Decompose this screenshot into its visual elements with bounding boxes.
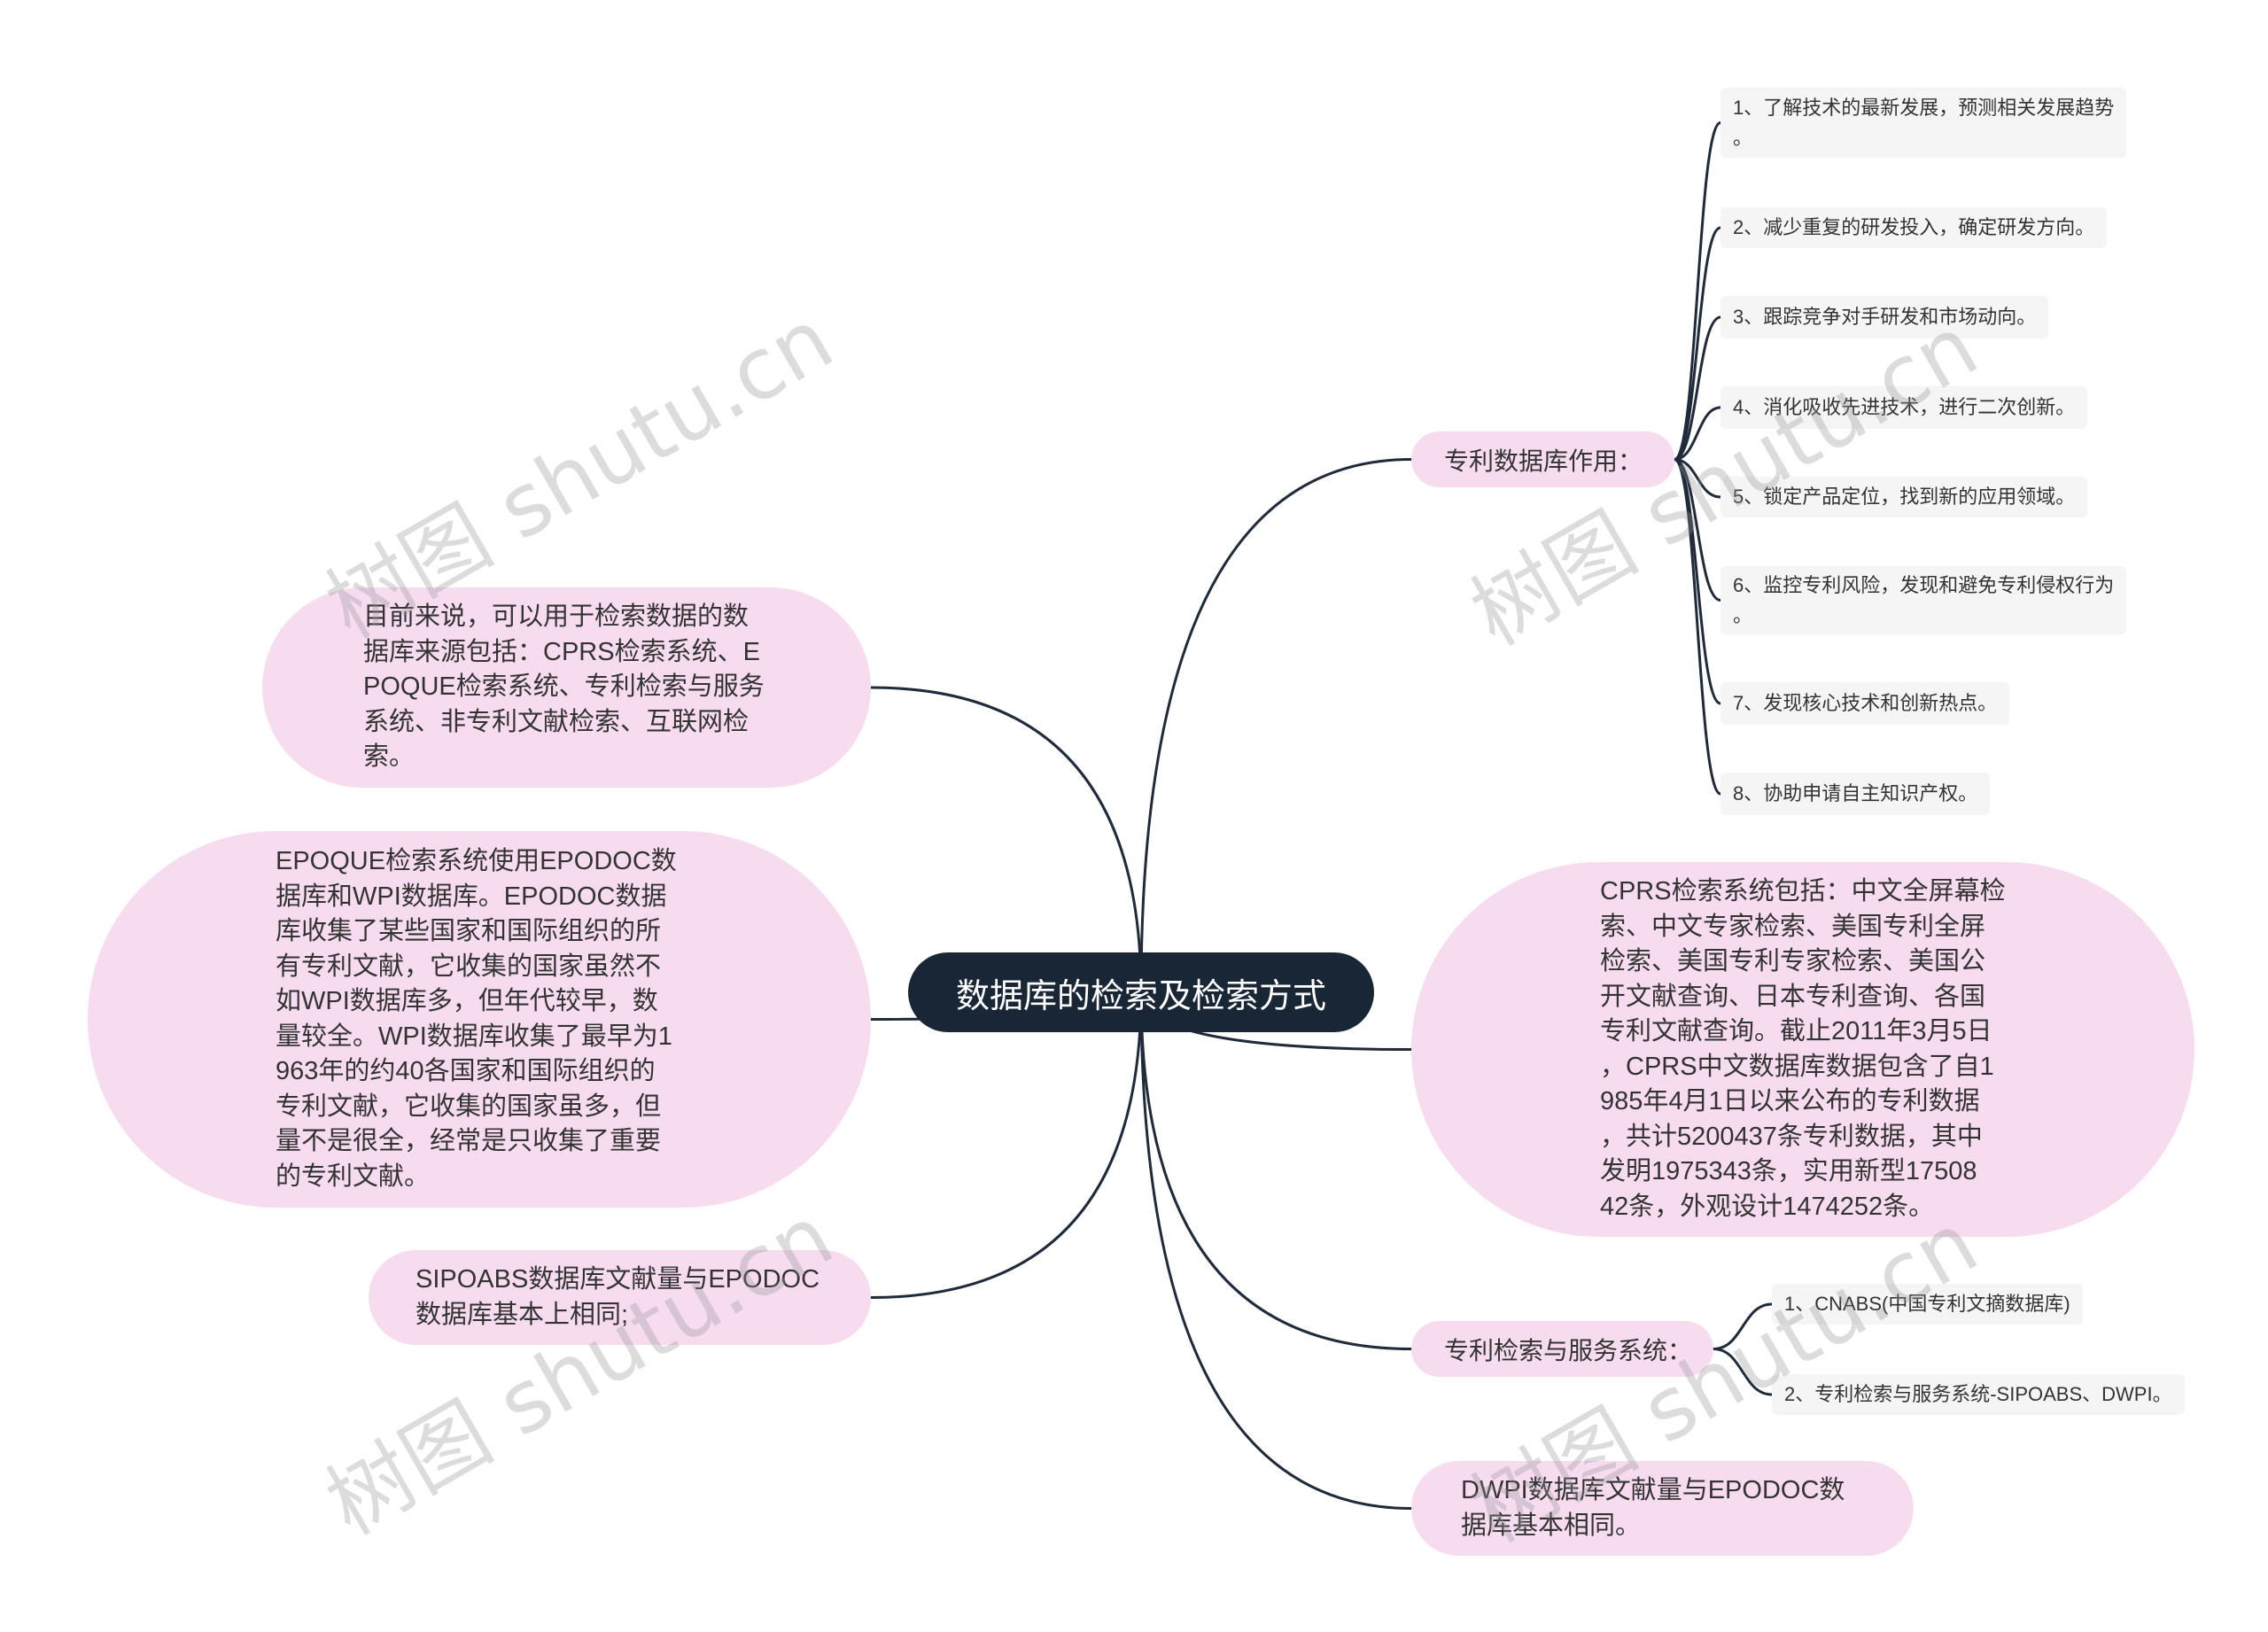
service-item-1[interactable]: 1、CNABS(中国专利文摘数据库) [1772,1284,2083,1325]
purpose-item-5[interactable]: 5、锁定产品定位，找到新的应用领域。 [1720,477,2088,517]
branch-patent-database-purpose[interactable]: 专利数据库作用： [1411,431,1674,487]
connector-purpose [1139,458,1413,994]
purpose-item-6[interactable]: 6、监控专利风险，发现和避免专利侵权行为 。 [1720,566,2127,634]
branch-patent-search-service[interactable]: 专利检索与服务系统： [1411,1321,1713,1377]
text-line: 检索、美国专利专家检索、美国公 [1600,947,1986,975]
branch-database-sources[interactable]: 目前来说，可以用于检索数据的数 据库来源包括：CPRS检索系统、E POQUE检… [262,587,871,788]
text-line: 据库基本相同。 [1461,1511,1642,1540]
text-line: 2、减少重复的研发投入，确定研发方向。 [1733,216,2095,238]
text-line: 量较全。WPI数据库收集了最早为1 [276,1022,672,1051]
branch-sipoabs[interactable]: SIPOABS数据库文献量与EPODOC 数据库基本上相同; [369,1250,871,1345]
connector-service [1139,991,1413,1350]
text-line: ，共计5200437条专利数据，其中 [1600,1122,1983,1151]
service-item-2[interactable]: 2、专利检索与服务系统-SIPOABS、DWPI。 [1772,1374,2185,1415]
text-line: 。 [1733,603,1753,626]
connector-p8 [1673,458,1722,796]
connector-p6 [1673,458,1722,602]
text-line: 985年4月1日以来公布的专利数据 [1600,1087,1980,1115]
connector-s2 [1712,1348,1774,1396]
text-line: POQUE检索系统、专利检索与服务 [363,672,765,702]
purpose-item-3[interactable]: 3、跟踪竞争对手研发和市场动向。 [1720,296,2049,338]
text-line: 系统、非专利文献检索、互联网检 [363,707,750,736]
text-line: 数据库基本上相同; [416,1300,629,1329]
text-line: 3、跟踪竞争对手研发和市场动向。 [1733,306,2037,328]
text-line: 4、消化吸收先进技术，进行二次创新。 [1733,396,2076,418]
text-line: SIPOABS数据库文献量与EPODOC [416,1265,820,1294]
text-line: 有专利文献，它收集的国家虽然不 [276,952,662,981]
branch-label: 专利数据库作用： [1444,447,1643,475]
branch-cprs-system[interactable]: CPRS检索系统包括：中文全屏幕检 索、中文专家检索、美国专利全屏 检索、美国专… [1411,862,2194,1237]
text-line: 5、锁定产品定位，找到新的应用领域。 [1733,486,2076,508]
text-line: 。 [1733,126,1753,149]
central-topic[interactable]: 数据库的检索及检索方式 [908,952,1374,1032]
text-line: 7、发现核心技术和创新热点。 [1733,692,1998,714]
text-line: 1、了解技术的最新发展，预测相关发展趋势 [1733,96,2115,119]
connector-dwpi [1139,991,1413,1510]
text-line: 开文献查询、日本专利查询、各国 [1600,982,1986,1011]
purpose-item-8[interactable]: 8、协助申请自主知识产权。 [1720,773,1991,815]
text-line: 据库来源包括：CPRS检索系统、E [363,637,760,666]
text-line: EPOQUE检索系统使用EPODOC数 [276,847,677,875]
branch-epoque-system[interactable]: EPOQUE检索系统使用EPODOC数 据库和WPI数据库。EPODOC数据 库… [88,831,871,1208]
purpose-item-4[interactable]: 4、消化吸收先进技术，进行二次创新。 [1720,386,2088,429]
connector-p2 [1673,226,1722,461]
connector-sources [869,686,1143,994]
text-line: 量不是很全，经常是只收集了重要 [276,1127,662,1155]
purpose-item-7[interactable]: 7、发现核心技术和创新热点。 [1720,682,2010,725]
text-line: 2、专利检索与服务系统-SIPOABS、DWPI。 [1784,1383,2172,1405]
text-line: 8、协助申请自主知识产权。 [1733,782,1978,804]
text-line: 42条，外观设计1474252条。 [1600,1192,1935,1221]
purpose-item-2[interactable]: 2、减少重复的研发投入，确定研发方向。 [1720,207,2108,248]
connector-p3 [1673,315,1722,461]
text-line: 目前来说，可以用于检索数据的数 [363,602,750,632]
text-line: 索。 [363,742,416,772]
central-topic-label: 数据库的检索及检索方式 [955,977,1326,1015]
text-line: 专利文献，它收集的国家虽多，但 [276,1092,662,1121]
text-line: 专利文献查询。截止2011年3月5日 [1600,1017,1992,1045]
text-line: 库收集了某些国家和国际组织的所 [276,917,662,945]
text-line: 索、中文专家检索、美国专利全屏 [1600,912,1986,941]
branch-label: 专利检索与服务系统： [1444,1336,1693,1364]
text-line: ，CPRS中文数据库数据包含了自1 [1600,1052,1994,1081]
purpose-item-1[interactable]: 1、了解技术的最新发展，预测相关发展趋势 。 [1720,88,2127,158]
text-line: CPRS检索系统包括：中文全屏幕检 [1600,877,2006,905]
text-line: 的专利文献。 [276,1162,431,1191]
connector-p1 [1673,121,1722,461]
connector-p4 [1673,406,1722,461]
text-line: 发明1975343条，实用新型17508 [1600,1157,1977,1185]
text-line: 6、监控专利风险，发现和避免专利侵权行为 [1733,573,2115,596]
text-line: DWPI数据库文献量与EPODOC数 [1461,1476,1845,1504]
text-line: 据库和WPI数据库。EPODOC数据 [276,882,667,911]
connector-s1 [1712,1302,1774,1350]
branch-dwpi[interactable]: DWPI数据库文献量与EPODOC数 据库基本相同。 [1411,1461,1914,1556]
text-line: 963年的约40各国家和国际组织的 [276,1057,656,1085]
text-line: 1、CNABS(中国专利文摘数据库) [1784,1293,2070,1315]
connector-sipoabs [869,991,1143,1299]
connector-p5 [1673,458,1722,499]
text-line: 如WPI数据库多，但年代较早，数 [276,987,658,1015]
